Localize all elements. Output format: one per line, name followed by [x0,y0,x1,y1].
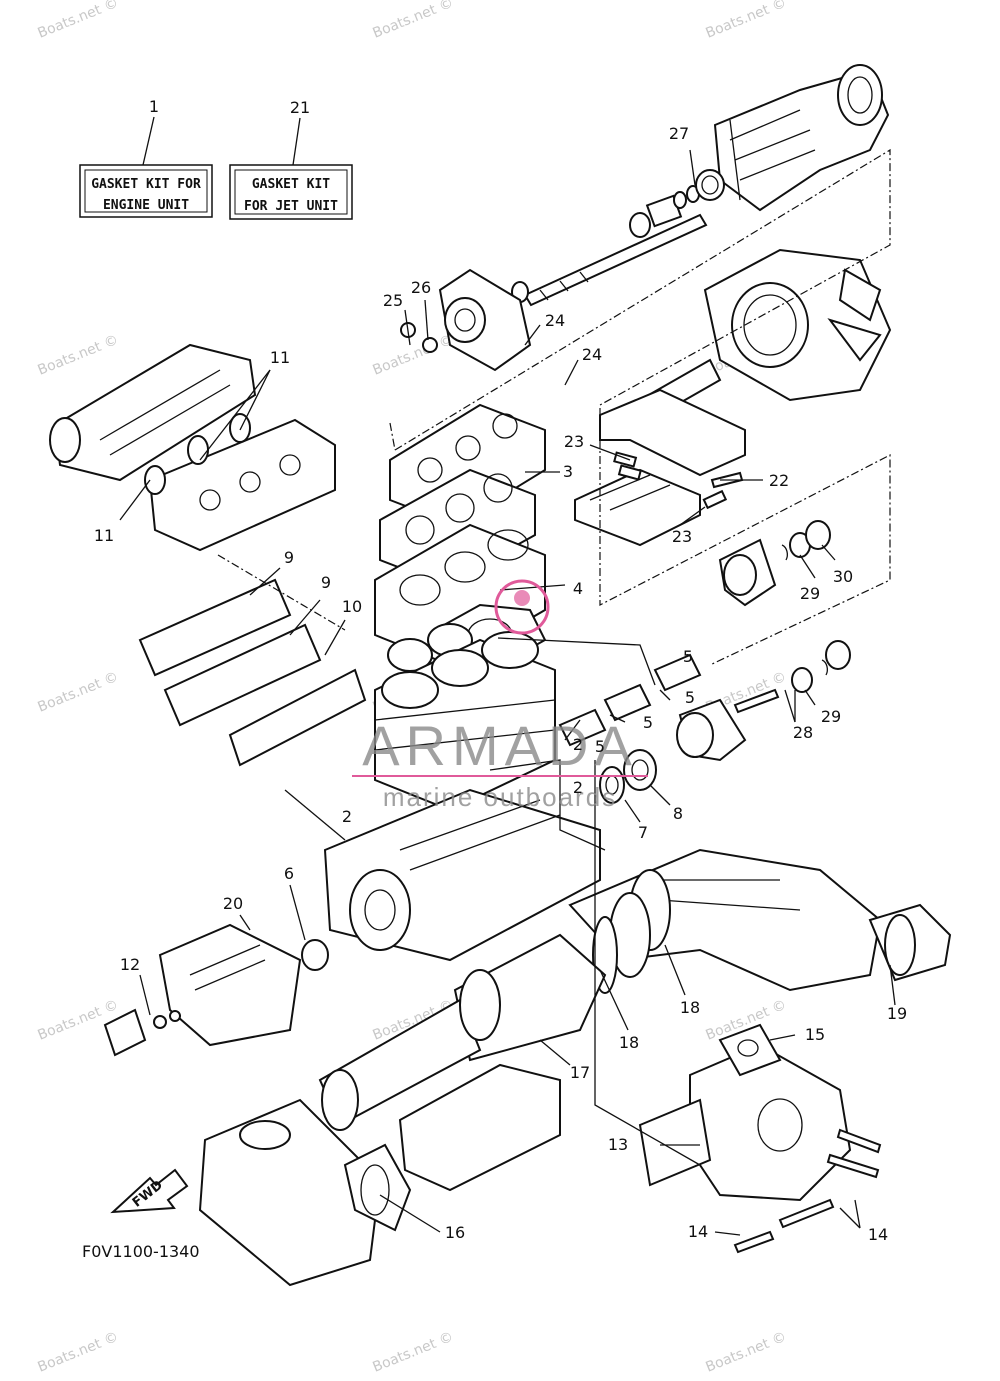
watermark-text: Boats.net © [371,0,456,42]
drive-coupling [676,688,780,762]
callout-5d: 5 [683,647,693,666]
drive-shaft [511,169,725,307]
intake-rings [144,413,251,495]
carburetors [148,418,336,552]
callout-20: 20 [223,894,243,913]
callout-28: 28 [793,723,813,742]
crankcase [323,788,601,962]
gasket-kit-engine-box: GASKET KIT FOR ENGINE UNIT [79,116,213,218]
watermark-text: Boats.net © [371,332,456,379]
callout-21: 21 [290,98,310,117]
callout-19: 19 [887,1004,907,1023]
exhaust-gasket-16 [343,1143,412,1232]
callout-10: 10 [342,597,362,616]
callout-23b: 23 [672,527,692,546]
callout-15: 15 [805,1025,825,1044]
oil-pump [103,1008,181,1057]
watermark-text: Boats.net © [36,669,121,716]
callout-leaders [119,149,896,1236]
watermark-text: Boats.net © [36,0,121,42]
bearing-housing [718,520,851,693]
callout-2c: 2 [573,735,583,754]
callout-4: 4 [573,579,583,598]
kit-engine-line1: GASKET KIT FOR [91,177,201,192]
callout-29b: 29 [821,707,841,726]
callout-9a: 9 [284,548,294,567]
callout-30: 30 [833,567,853,586]
callout-29a: 29 [800,584,820,603]
callout-27: 27 [669,124,689,143]
callout-13: 13 [608,1135,628,1154]
callout-labels: 1 21 2 2 2 3 4 5 5 5 5 6 7 8 9 9 10 11 1… [94,97,907,1244]
muffler-section [198,1063,561,1287]
callout-26: 26 [411,278,431,297]
callout-2b: 2 [573,778,583,797]
callout-3: 3 [563,462,573,481]
jet-pump-housing [713,64,890,212]
gasket-kit-jet-box: GASKET KIT FOR JET UNIT [229,117,353,220]
callout-9b: 9 [321,573,331,592]
watermark-text: Boats.net © [704,1329,789,1376]
exhaust-joint-19 [868,903,952,982]
callout-11b: 11 [94,526,114,545]
callout-12: 12 [120,955,140,974]
callout-8: 8 [673,804,683,823]
exhaust-pipe [318,933,607,1131]
callout-2a: 2 [342,807,352,826]
brand-name: ARMADA [362,714,638,777]
bolts-14 [733,1128,882,1254]
kit-jet-line1: GASKET KIT [252,177,330,192]
callout-6: 6 [284,864,294,883]
callout-25: 25 [383,291,403,310]
fwd-arrow-icon: FWD [110,1168,189,1214]
callout-14a: 14 [688,1222,708,1241]
kit-engine-line2: ENGINE UNIT [103,198,189,213]
armada-logo: ARMADA marine outboards [352,579,648,812]
callout-22: 22 [769,471,789,490]
exhaust-manifold [638,1023,852,1202]
exhaust-rings-18 [592,869,671,994]
intake-manifold-gaskets [138,578,367,767]
brand-tagline: marine outboards [383,782,617,812]
callout-18a: 18 [619,1033,639,1052]
magneto-cover [158,923,329,1047]
callout-14b: 14 [868,1225,888,1244]
callout-1: 1 [149,97,159,116]
callout-11a: 11 [270,348,290,367]
callout-7: 7 [638,823,648,842]
callout-17: 17 [570,1063,590,1082]
exhaust-covers [558,653,702,747]
tube-and-brackets [574,358,746,547]
coupling-housing [400,268,532,372]
diagram-code: F0V1100-1340 [82,1242,200,1261]
callout-5b: 5 [643,713,653,732]
callout-16: 16 [445,1223,465,1242]
callout-5c: 5 [595,737,605,756]
callout-24b: 24 [582,345,602,364]
watermark-text: Boats.net © [704,0,789,42]
impeller-housing [703,248,892,402]
watermark-text: Boats.net © [36,332,121,379]
watermark-text: Boats.net © [371,1329,456,1376]
intake-silencer [49,343,257,482]
callout-5a: 5 [685,688,695,707]
callout-24a: 24 [545,311,565,330]
kit-jet-line2: FOR JET UNIT [244,199,338,214]
callout-23a: 23 [564,432,584,451]
callout-18b: 18 [680,998,700,1017]
watermark-text: Boats.net © [36,1329,121,1376]
